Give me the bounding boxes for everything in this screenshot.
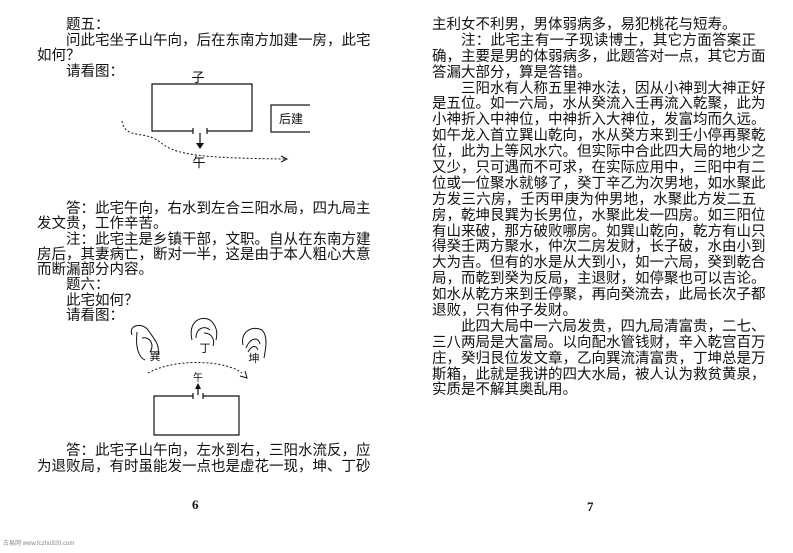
south-label: 午 <box>192 156 205 171</box>
text-line: 而断漏部分内容。 <box>37 262 153 279</box>
hill-ding-icon <box>190 317 218 347</box>
text-line: 此四大局中一六局发贵，四九局清富贵，二七、 <box>461 318 766 335</box>
text-line: 注：此宅主有一子现读博士，其它方面答案正 <box>461 32 756 49</box>
text-line: 方发三六房，壬丙甲庚为仲男地，水聚此方发二五 <box>432 191 756 208</box>
text-line: 答：此宅午向，右水到左合三阳水局，四九局主 <box>66 201 371 217</box>
hill-label-kun: 坤 <box>249 351 260 365</box>
facing-label: 午 <box>193 371 203 384</box>
text-line: 庄，癸归艮位发文章，乙向巽流清富贵，丁坤总是万 <box>432 350 766 367</box>
text-line: 大为吉。但有的水是从大到小，如一六局，癸到乾合 <box>432 255 766 272</box>
hill-label-xun: 巽 <box>150 350 161 363</box>
text-line: 主利女不利男，男体弱病多，易犯桃花与短寿。 <box>432 17 737 33</box>
text-line: 如何？ <box>37 48 81 64</box>
text-line: 如午龙入首立巽山乾向，水从癸方来到壬小停再聚乾 <box>432 128 766 145</box>
page-number: 6 <box>192 497 199 512</box>
text-line: 确，主要是男的体弱病多，此题答对一点，其它方面 <box>432 48 766 65</box>
answer-six-block: 答：此宅子山午向，左水到右，三阳水流反，应为退败局，有时虽能发一点也是虚花一现，… <box>37 443 371 475</box>
north-label: 子 <box>191 71 204 86</box>
house-outline <box>153 395 240 436</box>
text-line: 小神折入中神位，中神折入大神位，发富均而久远。 <box>432 112 766 129</box>
text-line: 题五： <box>66 17 110 33</box>
annex-box <box>270 104 310 133</box>
text-line: 三阳水有人称五里神水法，因从小神到大神正好 <box>461 80 766 97</box>
text-line: 答漏大部分，算是答错。 <box>432 64 592 81</box>
text-line: 请看图： <box>66 308 124 325</box>
text-line: 房后，其妻病亡，断对一半，这是由于本人粗心大意 <box>37 246 371 263</box>
text-line: 题六： <box>66 277 110 294</box>
right-text-block: 主利女不利男，男体弱病多，易犯桃花与短寿。注：此宅主有一子现读博士，其它方面答案… <box>432 17 766 399</box>
text-line: 答：此宅子山午向，左水到右，三阳水流反，应 <box>66 443 371 459</box>
text-line: 房，乾坤艮巽为长男位，水聚此发一四房。如三阳位 <box>432 207 766 224</box>
text-line: 位，此为上等风水穴。但实际中合此四大局的地少之 <box>432 144 766 161</box>
hill-label-ding: 丁 <box>200 342 211 355</box>
text-line: 注：此宅主是乡镇干部，文职。自从在东南方建 <box>66 231 371 248</box>
text-line: 得癸壬两方聚水，仲次二房发财，长子破，水由小到 <box>432 239 766 256</box>
text-line: 是五位。如一六局，水从癸流入壬再流入乾聚，此为 <box>432 96 766 113</box>
annex-label: 后建 <box>279 112 303 126</box>
hill-kun-icon <box>242 327 267 359</box>
text-line: 又少，只可遇而不可求，在实际应用中，三阳中有二 <box>432 160 766 177</box>
text-line: 此宅如何？ <box>66 292 139 309</box>
house-outline <box>151 83 253 132</box>
text-line: 位或一位聚水就够了，癸丁辛乙为次男地，如水聚此 <box>432 175 766 192</box>
hill-xun-icon <box>130 324 159 361</box>
text-line: 如水从乾方来到壬停聚，再向癸流去，此局长次子都 <box>432 287 766 304</box>
diagram-question-six: 巽 丁 坤 午 <box>130 317 267 436</box>
question-five-block: 题五：问此宅坐子山午向，后在东南方加建一房，此宅如何？请看图： <box>37 17 371 80</box>
text-line: 局，而乾到癸为反局，主退财，如停聚也可以吉论。 <box>432 271 766 288</box>
text-line: 斯箱，此就是我讲的四大水局，被人认为救贫黄泉， <box>432 366 766 383</box>
text-line: 有山来破，那方破败哪房。如巽山乾向，乾方有山只 <box>432 223 766 240</box>
text-line: 三八两局是大富局。以向配水管钱财，辛入乾宫百万 <box>432 334 766 351</box>
text-line: 实质是不解其奥乱用。 <box>432 382 577 399</box>
watermark: 古易网 www.fczhu920.com <box>3 541 75 547</box>
diagram-question-five: 子 后建 午 <box>121 71 310 171</box>
water-flow-path <box>147 362 243 374</box>
text-line: 为退败局，有时虽能发一点也是虚花一现，坤、丁砂 <box>37 458 371 475</box>
text-line: 问此宅坐子山午向，后在东南方加建一房，此宅 <box>66 32 371 49</box>
water-flow-path <box>121 120 286 160</box>
text-line: 请看图： <box>66 63 124 80</box>
door-marks <box>192 128 208 134</box>
page-number: 7 <box>587 499 594 514</box>
answer-and-question-six-block: 答：此宅午向，右水到左合三阳水局，四九局主发文贵，工作辛苦。注：此宅主是乡镇干部… <box>37 201 371 325</box>
text-line: 发文贵，工作辛苦。 <box>37 216 168 233</box>
text-line: 退败，只有仲子发财。 <box>432 303 577 320</box>
